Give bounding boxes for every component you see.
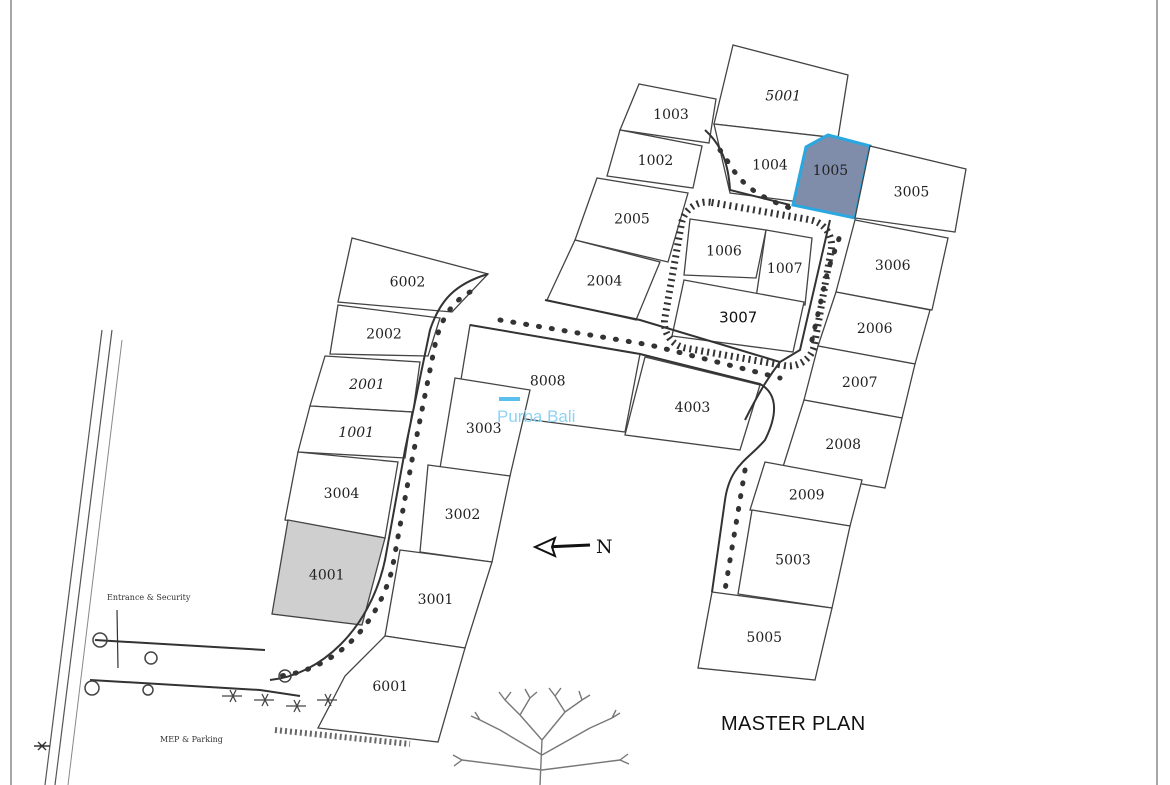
lot-label-1005: 1005 <box>813 163 849 179</box>
lot-label-6002: 6002 <box>390 275 426 291</box>
lot-1002[interactable] <box>606 129 703 189</box>
watermark-text: Purba Bali <box>497 407 575 426</box>
lot-label-4001: 4001 <box>309 567 345 583</box>
lot-label-3005: 3005 <box>894 184 930 200</box>
site-details <box>34 609 411 751</box>
entrance-security-label: Entrance & Security <box>107 593 191 602</box>
lot-label-4003: 4003 <box>675 400 711 416</box>
lot-label-2004: 2004 <box>587 274 623 290</box>
lot-label-5005: 5005 <box>746 630 782 646</box>
lot-4001[interactable] <box>271 519 386 626</box>
lot-1007[interactable] <box>755 229 813 306</box>
lot-label-2001: 2001 <box>348 377 385 393</box>
internal-roads <box>89 129 845 697</box>
lot-2002[interactable] <box>329 304 441 357</box>
lot-2008[interactable] <box>781 399 903 489</box>
lot-6001[interactable] <box>316 635 466 743</box>
lot-label-6001: 6001 <box>372 679 408 695</box>
lot-label-3004: 3004 <box>324 486 360 502</box>
lot-label-2005: 2005 <box>614 211 650 227</box>
north-label: N <box>596 536 613 558</box>
lot-4003[interactable] <box>624 356 761 451</box>
lot-label-5003: 5003 <box>775 553 811 569</box>
lot-5005[interactable] <box>697 591 833 681</box>
watermark-bar <box>499 397 520 401</box>
page-title: MASTER PLAN <box>721 713 865 735</box>
lot-label-2008: 2008 <box>825 437 861 453</box>
lots-layer <box>271 44 967 743</box>
lot-label-8008: 8008 <box>530 373 566 389</box>
north-arrow <box>532 536 591 558</box>
lot-3006[interactable] <box>835 219 949 311</box>
lot-label-3007: 3007 <box>719 309 757 327</box>
lot-3005[interactable] <box>854 145 967 233</box>
lot-label-2006: 2006 <box>857 321 893 337</box>
lot-label-3006: 3006 <box>875 258 911 274</box>
lot-label-1003: 1003 <box>653 107 689 123</box>
lot-3007[interactable] <box>671 279 805 353</box>
lot-label-1004: 1004 <box>752 157 788 173</box>
lot-label-1001: 1001 <box>338 425 374 441</box>
lot-label-1002: 1002 <box>638 153 674 169</box>
lot-1001[interactable] <box>297 405 413 459</box>
lot-label-3003: 3003 <box>466 421 502 437</box>
lot-2005[interactable] <box>574 177 689 263</box>
roundabout-ring <box>660 198 836 370</box>
lot-label-5001: 5001 <box>765 89 801 105</box>
lot-labels: 5001 1003 1004 1005 3005 1002 2005 1006 1007 3006… <box>309 89 929 696</box>
watermark: Purba Bali <box>497 397 575 426</box>
lot-1006[interactable] <box>683 218 767 279</box>
lot-label-2002: 2002 <box>366 326 402 342</box>
perimeter-road <box>44 329 123 785</box>
lot-label-1006: 1006 <box>706 244 742 260</box>
lot-1003[interactable] <box>619 83 717 144</box>
drawing-frame <box>10 0 1158 785</box>
lot-label-2009: 2009 <box>789 488 825 504</box>
lot-label-3001: 3001 <box>418 592 454 608</box>
lot-label-2007: 2007 <box>842 375 878 391</box>
lot-label-1007: 1007 <box>767 261 803 277</box>
tree-illustration <box>452 687 630 785</box>
mep-parking-label: MEP & Parking <box>160 735 223 744</box>
lot-label-3002: 3002 <box>445 507 481 523</box>
